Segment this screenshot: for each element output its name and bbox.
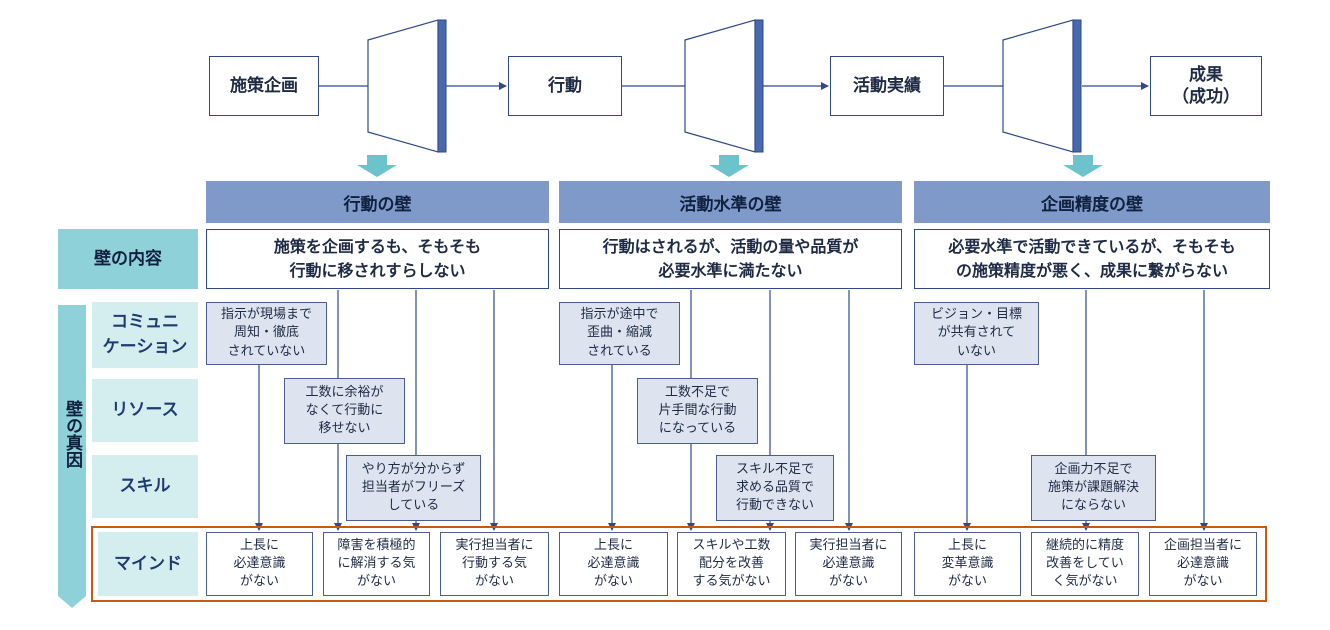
cause-connectors bbox=[255, 290, 1208, 531]
cause-planning-skill: 企画力不足で 施策が課題解決 にならない bbox=[1031, 455, 1156, 521]
row-label-mind: マインド bbox=[98, 532, 198, 596]
wall-content-planning-accuracy: 必要水準で活動できているが、そもそも の施策精度が悪く、成果に繋がらない bbox=[914, 229, 1270, 289]
row-label-communication: コミュニ ケーション bbox=[92, 302, 198, 368]
cause-activity-communication: 指示が途中で 歪曲・縮減 されている bbox=[559, 302, 680, 365]
wall-header-planning-accuracy: 企画精度の壁 bbox=[914, 181, 1270, 223]
wall-header-activity-level: 活動水準の壁 bbox=[559, 181, 902, 223]
cause-action-communication: 指示が現場まで 周知・徹底 されていない bbox=[206, 302, 327, 365]
wall-content-action: 施策を企画するも、そもそも 行動に移されすらしない bbox=[206, 229, 549, 289]
wall-funnel-1 bbox=[367, 19, 447, 153]
down-arrow-3 bbox=[1063, 155, 1103, 177]
cause-activity-skill: スキル不足で 求める品質で 行動できない bbox=[716, 455, 834, 521]
row-label-content: 壁の内容 bbox=[58, 229, 198, 289]
mind-activity-executor: 実行担当者に 必達意識 がない bbox=[795, 532, 902, 596]
wall-funnel-3 bbox=[1002, 19, 1082, 153]
down-arrows bbox=[357, 155, 1103, 177]
cause-action-skill: やり方が分からず 担当者がフリーズ している bbox=[346, 455, 481, 521]
cause-action-resource: 工数に余裕が なくて行動に 移せない bbox=[284, 378, 405, 444]
down-arrow-2 bbox=[709, 155, 749, 177]
mind-action-manager: 上長に 必達意識 がない bbox=[206, 532, 313, 596]
cause-planning-communication: ビジョン・目標 が共有されて いない bbox=[914, 302, 1039, 365]
mind-action-obstacles: 障害を積極的 に解消する気 がない bbox=[323, 532, 430, 596]
cause-group-arrow bbox=[58, 305, 86, 608]
flow-step-action: 行動 bbox=[508, 56, 622, 116]
down-arrow-1 bbox=[357, 155, 397, 177]
row-label-skill: スキル bbox=[92, 455, 198, 518]
wall-funnel-2 bbox=[684, 19, 764, 153]
cause-group-label: 壁の真因 bbox=[62, 400, 82, 468]
wall-header-action: 行動の壁 bbox=[206, 181, 549, 223]
flow-step-results: 活動実績 bbox=[830, 56, 944, 116]
flow-step-outcome: 成果 （成功） bbox=[1150, 56, 1262, 116]
mind-planning-planner: 企画担当者に 必達意識 がない bbox=[1149, 532, 1257, 596]
mind-row-frame bbox=[91, 526, 1267, 602]
cause-activity-resource: 工数不足で 片手間な行動 になっている bbox=[637, 378, 758, 444]
row-label-resource: リソース bbox=[92, 379, 198, 442]
mind-planning-improvement: 継続的に精度 改善をしてい く気がない bbox=[1031, 532, 1139, 596]
flow-step-planning: 施策企画 bbox=[209, 56, 319, 116]
wall-content-activity-level: 行動はされるが、活動の量や品質が 必要水準に満たない bbox=[559, 229, 902, 289]
mind-activity-improvement: スキルや工数 配分を改善 する気がない bbox=[677, 532, 786, 596]
mind-planning-manager: 上長に 変革意識 がない bbox=[914, 532, 1021, 596]
mind-action-executor: 実行担当者に 行動する気 がない bbox=[440, 532, 549, 596]
mind-activity-manager: 上長に 必達意識 がない bbox=[559, 532, 668, 596]
